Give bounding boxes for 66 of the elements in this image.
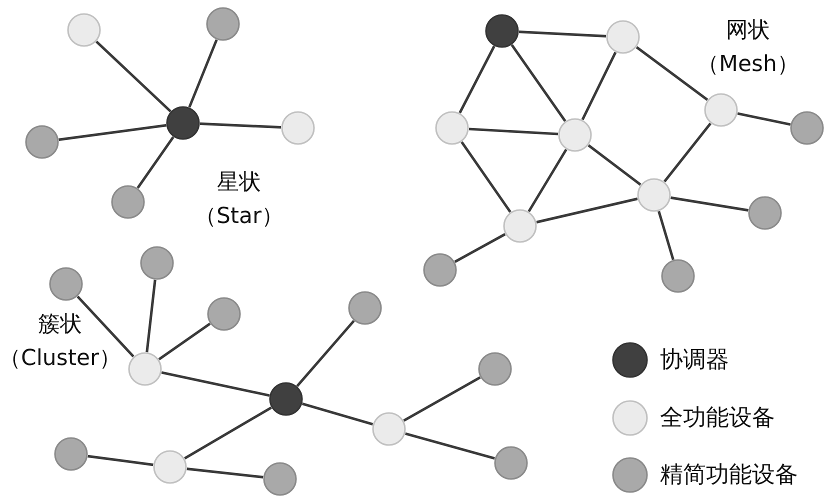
- link-line: [88, 454, 154, 466]
- full-function-device-node: [128, 352, 162, 386]
- coordinator-node: [485, 14, 519, 48]
- legend-label: 协调器: [660, 346, 729, 375]
- topology-label: 簇状（Cluster）: [0, 311, 122, 373]
- link-line: [460, 141, 512, 213]
- reduced-function-device-node: [263, 462, 297, 496]
- link-line: [663, 122, 712, 182]
- legend-label: 全功能设备: [660, 404, 775, 433]
- legend-label: 精简功能设备: [660, 461, 798, 490]
- link-line: [184, 406, 272, 460]
- link-line: [670, 196, 748, 212]
- reduced-function-device-node: [661, 259, 695, 293]
- reduced-function-device-node: [494, 446, 528, 480]
- link-line: [588, 144, 642, 186]
- link-line: [96, 40, 172, 112]
- link-line: [458, 46, 496, 114]
- link-line: [510, 44, 566, 122]
- topology-label: 网状（Mesh）: [697, 17, 799, 79]
- full-function-device-node: [558, 118, 592, 152]
- coordinator-node: [166, 106, 200, 140]
- link-line: [296, 320, 355, 388]
- link-line: [188, 39, 218, 108]
- coordinator-node: [269, 382, 303, 416]
- link-line: [536, 198, 638, 224]
- link-line: [302, 402, 374, 426]
- full-function-device-node: [372, 412, 406, 446]
- full-function-device-node: [606, 20, 640, 54]
- full-function-device-node: [435, 111, 469, 145]
- full-function-device-node: [637, 178, 671, 212]
- reduced-function-device-node: [140, 246, 174, 280]
- reduced-function-device-node: [49, 267, 83, 301]
- reduced-function-device-node: [207, 297, 241, 331]
- link-line: [136, 136, 174, 189]
- topology-label: 星状（Star）: [194, 169, 284, 231]
- link-line: [581, 52, 617, 120]
- full-function-device-node: [704, 93, 738, 127]
- full-function-device-node: [503, 209, 537, 243]
- reduced-function-device-node: [423, 253, 457, 287]
- link-line: [737, 112, 791, 126]
- link-line: [76, 296, 134, 358]
- link-line: [161, 371, 270, 397]
- link-line: [186, 468, 264, 478]
- link-line: [403, 376, 481, 422]
- reduced-function-device-node: [478, 352, 512, 386]
- reduced-function-device-node: [111, 185, 145, 219]
- reduced-function-device-node: [206, 7, 240, 41]
- link-line: [518, 30, 606, 38]
- full-function-device-node: [67, 13, 101, 47]
- full-function-device-node: [281, 111, 315, 145]
- link-line: [405, 432, 495, 460]
- link-line: [146, 280, 156, 352]
- link-line: [200, 122, 282, 129]
- reduced-function-device-node: [54, 437, 88, 471]
- reduced-function-device-node: [748, 196, 782, 230]
- link-line: [636, 46, 708, 101]
- reduced-function-device-node: [348, 291, 382, 325]
- link-line: [454, 233, 506, 263]
- reduced-function-device-node: [25, 125, 59, 159]
- link-line: [658, 210, 674, 260]
- full-function-device-node: [153, 450, 187, 484]
- reduced-function-device-node: [790, 111, 824, 145]
- link-line: [158, 322, 211, 360]
- link-line: [528, 148, 568, 212]
- link-line: [468, 128, 558, 136]
- link-line: [58, 124, 166, 141]
